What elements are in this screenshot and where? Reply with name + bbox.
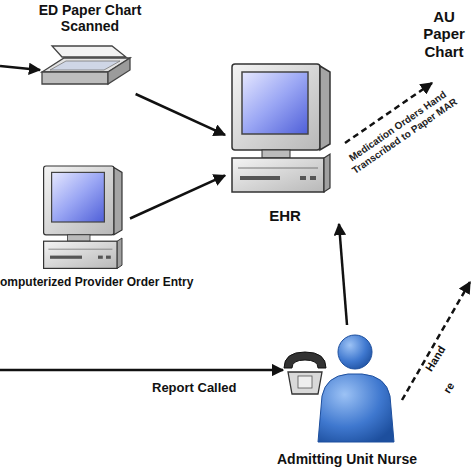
node-label: AU Paper Chart xyxy=(414,8,474,60)
text-group: EHR xyxy=(225,207,345,224)
node-label: EHR xyxy=(225,207,345,224)
incoming-arrow xyxy=(0,66,40,70)
cpoe-computer-icon xyxy=(44,166,122,268)
line-label: re xyxy=(441,380,457,395)
nurse-head xyxy=(338,335,372,369)
scanner-node: ED Paper Chart Scanned xyxy=(30,2,150,94)
phone-keypad xyxy=(298,376,312,388)
scanner-front xyxy=(42,72,108,84)
paper-chart-node: AU Paper Chart xyxy=(414,8,474,83)
text-group: AU Paper Chart xyxy=(414,8,474,60)
nurse-figure xyxy=(318,335,394,442)
computer-node: omputerized Provider Order Entry xyxy=(0,160,130,290)
handoff-arrow xyxy=(402,282,470,400)
line-label: Hand xyxy=(423,344,448,374)
text-group: Admitting Unit Nurse xyxy=(262,451,432,467)
flow-arrow xyxy=(130,175,225,218)
computer-node: EHR xyxy=(225,62,345,224)
text-group: ED Paper Chart Scanned xyxy=(34,2,146,34)
text-group: omputerized Provider Order Entry xyxy=(0,276,193,290)
flow-arrow xyxy=(339,224,347,325)
telephone-icon xyxy=(284,352,326,394)
report-arrow xyxy=(0,369,283,372)
phone-body xyxy=(288,372,322,394)
node-label: ED Paper Chart Scanned xyxy=(34,2,146,34)
scanner-side xyxy=(108,58,130,84)
nurse-body xyxy=(318,374,394,442)
node-label: omputerized Provider Order Entry xyxy=(0,276,193,290)
nurse-node: Admitting Unit Nurse xyxy=(262,325,432,467)
scanner-lid xyxy=(52,46,126,57)
scanner-glass xyxy=(50,61,120,70)
line-label: Report Called xyxy=(152,381,237,395)
node-label: Admitting Unit Nurse xyxy=(262,451,432,467)
flow-arrow xyxy=(136,94,225,135)
scanner-icon xyxy=(42,46,130,84)
phone-handset xyxy=(284,352,326,368)
ehr-computer-icon xyxy=(232,64,330,192)
edge-label: Medication Orders Hand Transcribed to Pa… xyxy=(322,72,474,190)
